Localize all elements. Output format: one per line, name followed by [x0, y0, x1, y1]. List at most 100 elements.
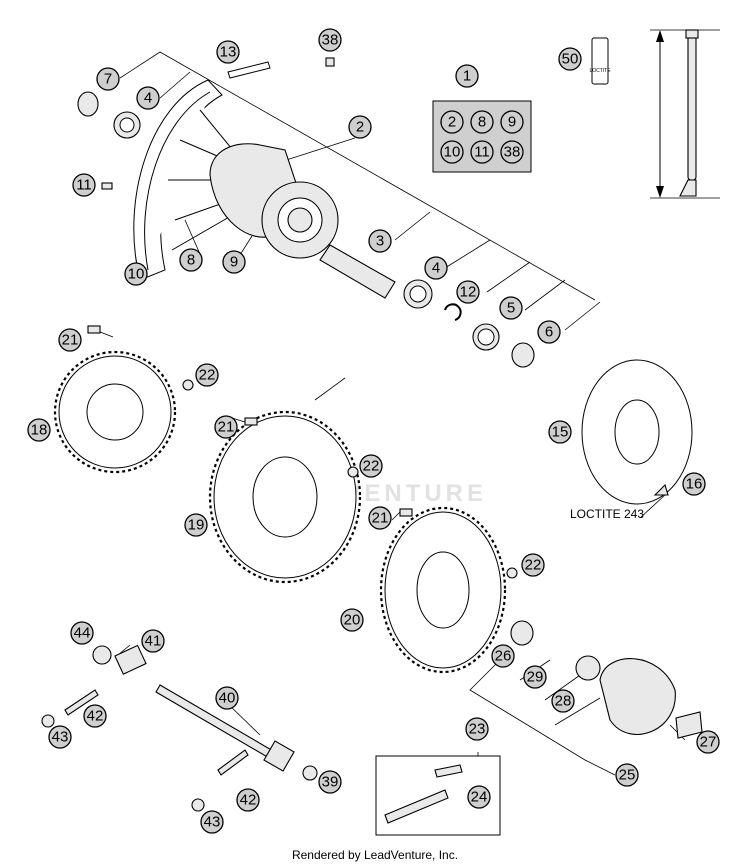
callout-12: 12	[456, 280, 480, 304]
callout-43a: 43	[48, 725, 72, 749]
svg-text:44: 44	[74, 625, 91, 642]
callout-13: 13	[216, 40, 240, 64]
svg-text:2: 2	[448, 114, 456, 131]
springs-42	[64, 689, 249, 776]
callout-15: 15	[548, 420, 572, 444]
callout-22a: 22	[195, 363, 219, 387]
svg-text:8: 8	[187, 252, 195, 269]
svg-text:43: 43	[204, 814, 221, 831]
seal-5	[472, 323, 500, 351]
svg-text:41: 41	[145, 633, 162, 650]
spoke-tool	[679, 29, 699, 197]
callout-10: 10	[124, 262, 148, 286]
callout-22c: 22	[521, 553, 545, 577]
svg-text:40: 40	[219, 690, 236, 707]
svg-text:6: 6	[545, 324, 553, 341]
callout-8: 8	[179, 248, 203, 272]
callout-40: 40	[215, 686, 239, 710]
callout-6: 6	[537, 320, 561, 344]
sprocket-20	[379, 506, 507, 674]
svg-text:2: 2	[356, 119, 364, 136]
callout-27: 27	[696, 730, 720, 754]
svg-text:22: 22	[199, 367, 216, 384]
svg-text:16: 16	[686, 476, 703, 493]
svg-text:4: 4	[144, 90, 152, 107]
footer-credit: Rendered by LeadVenture, Inc.	[291, 848, 459, 862]
callout-21c: 21	[368, 506, 392, 530]
valve-cap-38	[325, 57, 335, 67]
brake-disc-15	[581, 359, 693, 505]
callout-22b: 22	[359, 454, 383, 478]
svg-text:9: 9	[508, 114, 516, 131]
wheel-weight-13	[227, 61, 271, 79]
svg-text:29: 29	[527, 669, 544, 686]
svg-text:11: 11	[474, 144, 490, 161]
bolts-21-22	[87, 325, 669, 579]
callout-3: 3	[368, 229, 392, 253]
svg-text:22: 22	[363, 458, 380, 475]
svg-text:5: 5	[507, 300, 515, 317]
svg-text:21: 21	[372, 510, 389, 527]
svg-text:21: 21	[218, 419, 235, 436]
tube-label: LOCTITE	[589, 68, 611, 74]
callout-19: 19	[184, 513, 208, 537]
callout-4b: 4	[424, 256, 448, 280]
sprocket-carrier	[510, 620, 703, 739]
callout-43b: 43	[200, 810, 224, 834]
bearing-4b	[403, 279, 433, 309]
svg-text:24: 24	[471, 789, 488, 806]
svg-text:10: 10	[444, 144, 461, 161]
callout-5: 5	[499, 296, 523, 320]
sprocket-19	[208, 410, 362, 584]
svg-text:15: 15	[552, 424, 569, 441]
svg-text:10: 10	[128, 266, 145, 283]
svg-text:28: 28	[555, 693, 572, 710]
svg-text:9: 9	[230, 254, 238, 271]
svg-text:13: 13	[220, 44, 237, 61]
svg-text:26: 26	[495, 648, 512, 665]
callout-2: 2	[348, 115, 372, 139]
axle-40	[155, 684, 295, 772]
callout-10-kit: 10	[440, 140, 464, 164]
callout-9-kit: 9	[500, 110, 524, 134]
svg-text:42: 42	[87, 708, 104, 725]
sprocket-18	[53, 350, 177, 474]
tube-50: LOCTITE	[589, 37, 611, 85]
svg-text:7: 7	[104, 71, 112, 88]
svg-text:22: 22	[525, 557, 542, 574]
svg-text:4: 4	[432, 260, 440, 277]
spacer-6	[511, 342, 535, 368]
callout-11: 11	[72, 173, 96, 197]
circlip-12	[444, 303, 462, 321]
hub	[209, 143, 339, 259]
callout-16: 16	[682, 472, 706, 496]
svg-text:8: 8	[478, 114, 486, 131]
svg-text:50: 50	[562, 51, 579, 68]
callout-24: 24	[467, 785, 491, 809]
rim	[133, 79, 223, 281]
spoke-nipple-11	[101, 182, 113, 190]
callout-50: 50	[558, 47, 582, 71]
svg-text:12: 12	[460, 284, 477, 301]
nuts-43	[41, 714, 205, 812]
dimension-arrow	[650, 29, 720, 199]
callout-38: 38	[318, 28, 342, 52]
callout-42b: 42	[236, 788, 260, 812]
callout-4a: 4	[136, 86, 160, 110]
chain-adjuster-41-44	[92, 644, 147, 675]
svg-text:43: 43	[52, 729, 69, 746]
callout-29: 29	[523, 665, 547, 689]
svg-text:20: 20	[344, 612, 361, 629]
callout-25: 25	[615, 763, 639, 787]
spacer-7	[77, 91, 99, 117]
callout-23: 23	[465, 717, 489, 741]
callout-44: 44	[70, 621, 94, 645]
callout-8-kit: 8	[470, 110, 494, 134]
bearing-4a	[113, 111, 141, 139]
svg-text:27: 27	[700, 734, 717, 751]
callout-9: 9	[222, 250, 246, 274]
loctite-label: LOCTITE 243	[570, 507, 644, 521]
svg-text:1: 1	[463, 68, 471, 85]
svg-text:18: 18	[31, 422, 48, 439]
